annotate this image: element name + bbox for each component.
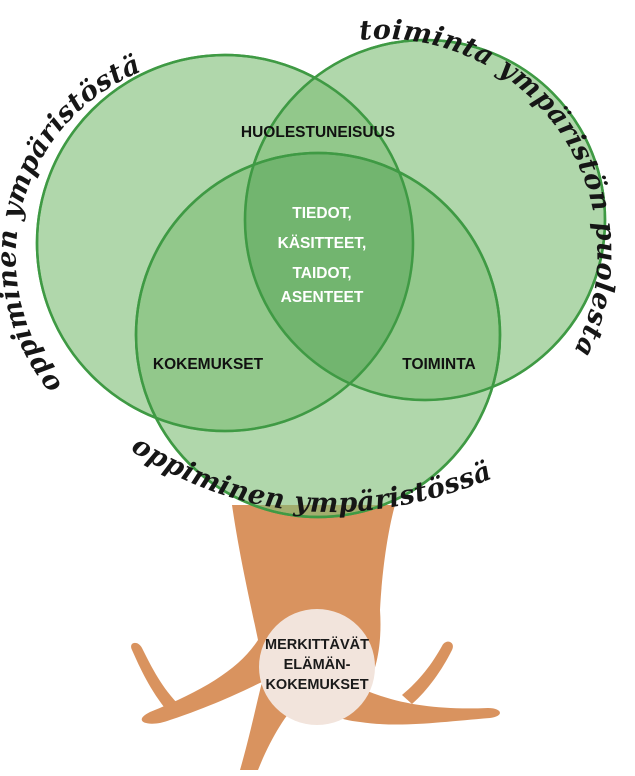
core-labels: TIEDOT, KÄSITTEET, TAIDOT, ASENTEET (278, 205, 367, 306)
region-label-left: KOKEMUKSET (153, 356, 264, 373)
core-label-3: TAIDOT, (292, 265, 351, 282)
core-label-4: ASENTEET (281, 289, 364, 306)
root-circle (259, 609, 375, 725)
region-label-top: HUOLESTUNEISUUS (241, 124, 395, 141)
venn-circles (35, 38, 607, 519)
region-label-right: TOIMINTA (402, 356, 475, 373)
core-label-2: KÄSITTEET, (278, 235, 367, 252)
core-region (245, 153, 413, 400)
root-label-3: KOKEMUKSET (265, 677, 368, 693)
root-label-1: MERKITTÄVÄT (265, 636, 369, 653)
core-label-1: TIEDOT, (292, 205, 351, 222)
root-label-2: ELÄMÄN- (284, 656, 351, 673)
root-labels: MERKITTÄVÄT ELÄMÄN- KOKEMUKSET (265, 636, 369, 693)
